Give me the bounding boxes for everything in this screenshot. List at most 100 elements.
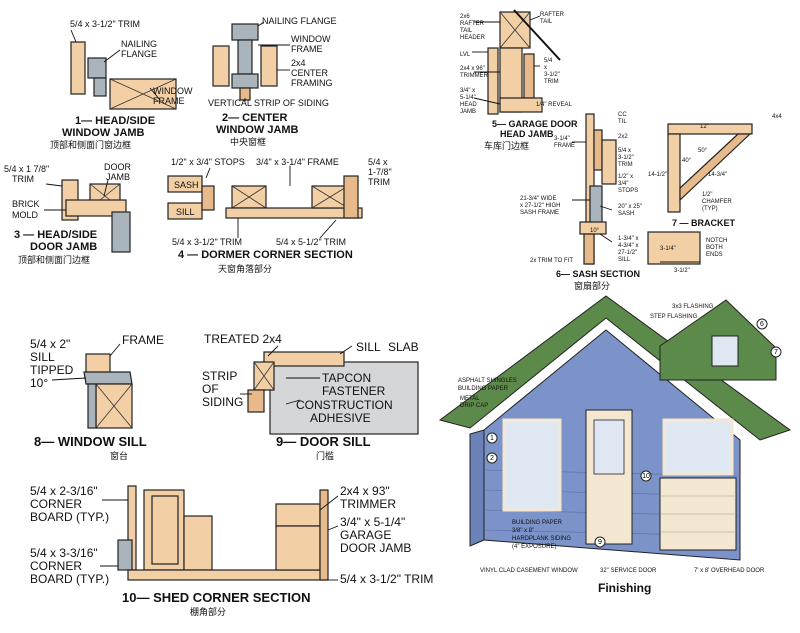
svg-text:7' x 8' OVERHEAD DOOR: 7' x 8' OVERHEAD DOOR: [694, 568, 765, 574]
siding-strip: [247, 389, 265, 413]
detail-title-zh: 棚角部分: [190, 606, 226, 618]
svg-text:14-1/2": 14-1/2": [648, 172, 667, 178]
svg-text:1: 1: [490, 435, 494, 442]
svg-text:FASTENER: FASTENER: [322, 384, 386, 398]
label: TRIM: [12, 174, 34, 184]
svg-text:4-3/4" x: 4-3/4" x: [618, 243, 638, 249]
label: BRICK: [12, 199, 40, 209]
label: SASH: [174, 180, 199, 190]
label: 5/4 x 3-1/2" TRIM: [172, 237, 242, 247]
svg-text:SILL: SILL: [30, 350, 55, 364]
slab: [269, 361, 419, 435]
svg-text:3-1/2": 3-1/2": [618, 155, 634, 161]
svg-text:10: 10: [642, 473, 650, 480]
trim: [523, 53, 535, 99]
detail-3: 5/4 x 1 7/8" TRIM DOOR JAMB BRICK MOLD 3…: [4, 162, 132, 266]
svg-text:x: x: [544, 65, 547, 71]
sill: [167, 202, 203, 220]
detail-title-zh: 顶部和侧面门边框: [18, 254, 90, 266]
detail-title: 1— HEAD/SIDE: [75, 115, 155, 127]
label: FRAMING: [291, 78, 333, 88]
sill: [83, 371, 133, 385]
svg-text:x 27-1/2" HIGH: x 27-1/2" HIGH: [520, 203, 560, 209]
svg-text:2x6: 2x6: [460, 14, 470, 20]
detail-title: 7 — BRACKET: [672, 218, 736, 228]
svg-text:STOPS: STOPS: [618, 188, 638, 194]
nailing-flange: [87, 57, 107, 79]
detail-title-zh: 车库门边框: [484, 140, 529, 152]
label: DOOR: [104, 162, 132, 172]
label: 3/4" x 3-1/4" FRAME: [256, 157, 339, 167]
svg-text:5/4 x 2": 5/4 x 2": [30, 337, 70, 351]
svg-text:TIPPED: TIPPED: [30, 363, 74, 377]
svg-text:10°: 10°: [30, 376, 48, 390]
label: VERTICAL STRIP OF SIDING: [208, 98, 329, 108]
svg-text:BUILDING PAPER: BUILDING PAPER: [512, 520, 563, 526]
finishing-title: Finishing: [598, 581, 651, 595]
detail-7: 4x4 12" 50° 40° 14-1/2" 14-3/4" 1/2" CHA…: [647, 114, 782, 274]
detail-title: HEAD JAMB: [500, 129, 554, 139]
svg-text:5/4 x 2-3/16": 5/4 x 2-3/16": [30, 484, 98, 498]
label: WINDOW: [153, 86, 193, 96]
svg-text:3-1/4": 3-1/4": [554, 136, 570, 142]
svg-text:3/4": 3/4": [618, 181, 628, 187]
svg-text:3-1/4": 3-1/4": [660, 246, 676, 252]
detail-8: 5/4 x 2" SILL TIPPED 10° FRAME 8— WINDOW…: [30, 333, 164, 462]
svg-text:6: 6: [760, 321, 764, 328]
detail-title: DOOR JAMB: [30, 241, 97, 253]
svg-text:BOTH: BOTH: [706, 245, 723, 251]
svg-text:HARDPLANK SIDING: HARDPLANK SIDING: [512, 536, 571, 542]
svg-text:TAPCON: TAPCON: [322, 371, 371, 385]
label: 1/2" x 3/4" STOPS: [171, 157, 245, 167]
svg-text:21-3/4" WIDE: 21-3/4" WIDE: [520, 196, 556, 202]
svg-text:RAFTER: RAFTER: [540, 12, 565, 18]
svg-text:1-3/4" x: 1-3/4" x: [618, 236, 638, 242]
svg-text:2x TRIM TO FIT: 2x TRIM TO FIT: [530, 258, 573, 264]
detail-title: 8— WINDOW SILL: [34, 434, 147, 449]
svg-text:JAMB: JAMB: [460, 109, 476, 115]
svg-text:VINYL CLAD CASEMENT WINDOW: VINYL CLAD CASEMENT WINDOW: [480, 568, 578, 574]
svg-text:14-3/4": 14-3/4": [708, 172, 727, 178]
svg-text:CONSTRUCTION: CONSTRUCTION: [296, 398, 393, 412]
label: WINDOW: [291, 34, 331, 44]
casement-window: [502, 418, 562, 512]
svg-text:DOOR JAMB: DOOR JAMB: [340, 541, 411, 555]
label: 5/4 x 5-1/2" TRIM: [276, 237, 346, 247]
svg-text:CORNER: CORNER: [30, 559, 82, 573]
svg-text:HEADER: HEADER: [460, 35, 486, 41]
svg-text:50°: 50°: [698, 148, 708, 154]
detail-title-zh: 天窗角落部分: [218, 263, 272, 275]
svg-text:RAFTER: RAFTER: [460, 21, 485, 27]
svg-text:TAIL: TAIL: [460, 28, 473, 34]
detail-title: WINDOW JAMB: [62, 127, 145, 139]
svg-text:OF: OF: [202, 382, 219, 396]
svg-text:TRIMMER: TRIMMER: [460, 73, 489, 79]
detail-title: 6— SASH SECTION: [556, 269, 640, 279]
detail-title-zh: 中央窗框: [230, 136, 266, 148]
finishing-illustration: 3x3 FLASHING STEP FLASHING ASPHALT SHING…: [438, 295, 792, 595]
svg-text:7: 7: [774, 349, 778, 356]
svg-text:SASH FRAME: SASH FRAME: [520, 210, 559, 216]
svg-text:3x3 FLASHING: 3x3 FLASHING: [672, 304, 714, 310]
label: FLANGE: [121, 49, 157, 59]
svg-text:METAL: METAL: [460, 396, 480, 402]
detail-title: 3 — HEAD/SIDE: [14, 229, 97, 241]
svg-text:20" x 25": 20" x 25": [618, 204, 642, 210]
svg-text:FRAME: FRAME: [122, 333, 164, 347]
svg-text:3/4" x 5-1/4": 3/4" x 5-1/4": [340, 515, 405, 529]
label: 5/4 x 1 7/8": [4, 164, 49, 174]
svg-text:1/2": 1/2": [702, 192, 712, 198]
trim-board: [70, 41, 86, 95]
svg-text:2: 2: [490, 455, 494, 462]
svg-text:CORNER: CORNER: [30, 497, 82, 511]
svg-text:3/8" x 8": 3/8" x 8": [512, 528, 534, 534]
head-jamb: [499, 97, 543, 113]
svg-text:ENDS: ENDS: [706, 252, 723, 258]
label: CENTER: [291, 68, 329, 78]
svg-text:12": 12": [700, 124, 709, 130]
svg-text:27-1/2": 27-1/2": [618, 250, 637, 256]
svg-text:GARAGE: GARAGE: [340, 528, 391, 542]
roof: [438, 295, 792, 441]
